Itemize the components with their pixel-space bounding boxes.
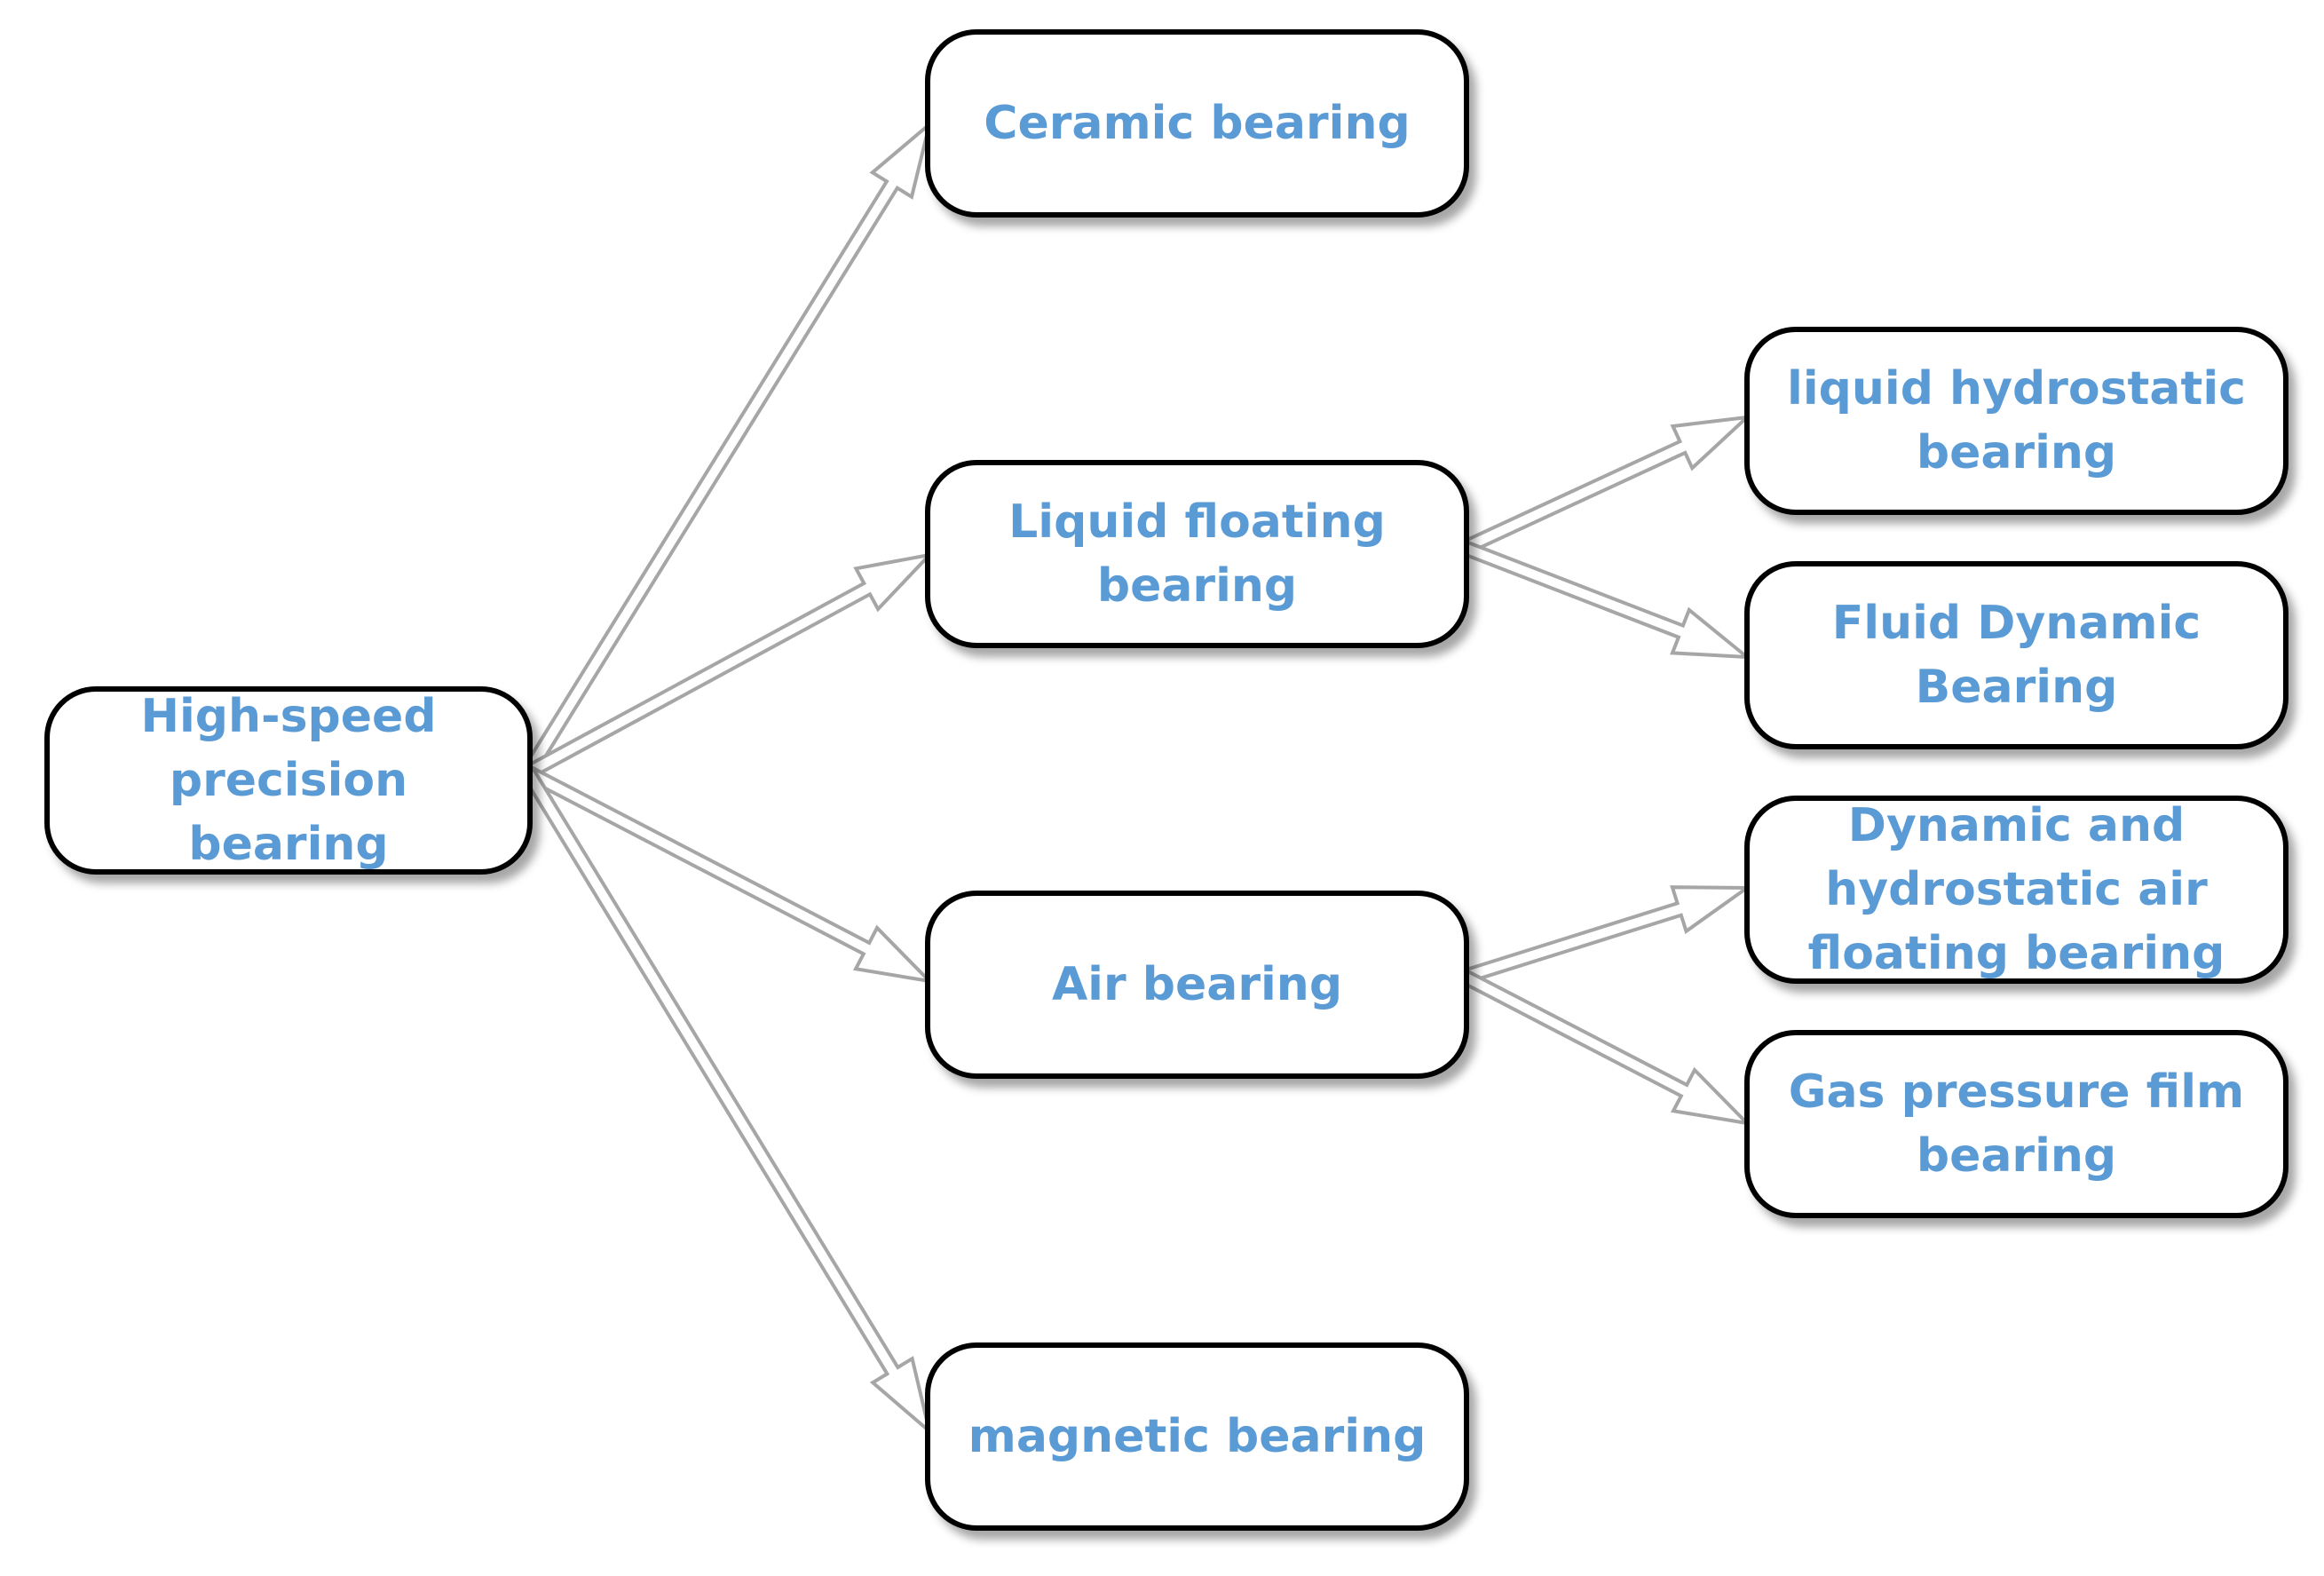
node-liquid-floating-bearing: Liquid floating bearing — [925, 460, 1469, 648]
arrow-root-to-magnetic — [520, 766, 933, 1437]
node-liquid-hydrostatic-bearing: liquid hydrostatic bearing — [1744, 327, 2288, 515]
node-label: liquid hydrostatic bearing — [1787, 362, 2246, 479]
node-air-bearing: Air bearing — [925, 891, 1469, 1079]
node-label: Dynamic and hydrostatic air floating bea… — [1807, 799, 2225, 980]
node-label: Liquid floating bearing — [1008, 495, 1386, 613]
node-gas-pressure-film-bearing: Gas pressure film bearing — [1744, 1030, 2288, 1218]
arrow-root-to-liquid-floating — [523, 551, 935, 780]
node-label: magnetic bearing — [968, 1410, 1427, 1463]
node-label: High-speed precision bearing — [140, 690, 437, 871]
node-label: Fluid Dynamic Bearing — [1831, 597, 2201, 714]
node-magnetic-bearing: magnetic bearing — [925, 1342, 1469, 1531]
node-dynamic-hydrostatic-air-floating-bearing: Dynamic and hydrostatic air floating bea… — [1744, 796, 2288, 984]
arrow-air-to-dynamic-hydrostatic-air — [1460, 885, 1753, 986]
arrow-root-to-air — [523, 764, 935, 984]
arrow-root-to-ceramic — [520, 119, 933, 779]
node-fluid-dynamic-bearing: Fluid Dynamic Bearing — [1744, 561, 2288, 749]
arrow-liquid-floating-to-fluid-dynamic — [1459, 539, 1753, 660]
node-high-speed-precision-bearing: High-speed precision bearing — [44, 686, 533, 875]
node-label: Air bearing — [1051, 958, 1343, 1011]
arrow-air-to-gas-pressure-film — [1459, 969, 1752, 1126]
arrow-liquid-floating-to-liquid-hydrostatic — [1459, 415, 1752, 557]
node-label: Ceramic bearing — [984, 97, 1411, 150]
node-ceramic-bearing: Ceramic bearing — [925, 29, 1469, 218]
node-label: Gas pressure film bearing — [1788, 1065, 2245, 1183]
